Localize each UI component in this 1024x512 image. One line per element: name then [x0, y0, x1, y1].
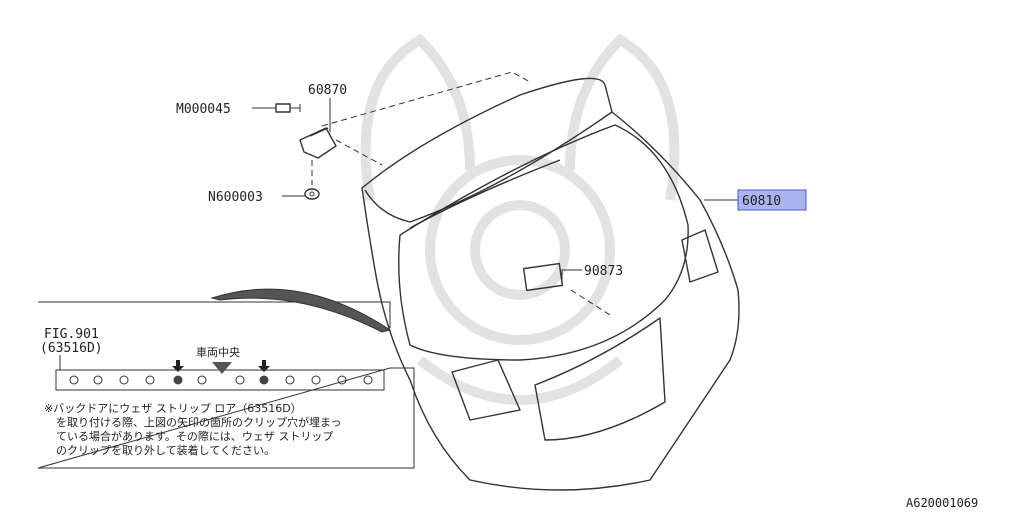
watermark-emblem: [360, 33, 680, 405]
clip-holes: [69, 375, 373, 385]
label-sticker[interactable]: 90873: [584, 264, 623, 279]
down-arrow-icon: [258, 360, 270, 372]
hinge-assembly: [275, 103, 337, 200]
detail-arrow-pointer: [210, 288, 392, 333]
label-hinge[interactable]: 60870: [308, 83, 347, 98]
label-nut[interactable]: N600003: [208, 190, 263, 205]
label-bolt[interactable]: M000045: [176, 102, 231, 117]
filled-clip-hole: [259, 375, 269, 385]
center-mark-label: 車両中央: [196, 345, 240, 359]
back-door-drawing: [361, 77, 740, 491]
down-arrow-icon: [172, 360, 184, 372]
filled-clip-hole: [173, 375, 183, 385]
fig-part: (63516D): [40, 341, 103, 356]
note-line-3: ている場合があります。その際には、ウェザ ストリップ: [56, 429, 333, 443]
center-triangle-icon: [212, 362, 232, 374]
guide-lines: [311, 71, 611, 316]
note-line-1: ※バックドアにウェザ ストリップ ロア（63516D）: [44, 402, 302, 415]
leader-lines: [252, 98, 738, 286]
back-door-highlight[interactable]: [737, 189, 807, 211]
detail-box: FIG.901 (63516D) 車両中央 ※バックドアにウェザ ストリップ ロ…: [37, 288, 415, 469]
label-back-door[interactable]: 60810: [742, 194, 781, 209]
image-id: A620001069: [906, 496, 978, 510]
note-line-4: のクリップを取り外して装着してください。: [56, 443, 275, 457]
fig-ref: FIG.901: [44, 327, 99, 342]
note-line-2: を取り付ける際、上図の矢印の箇所のクリップ穴が埋まっ: [56, 415, 342, 429]
